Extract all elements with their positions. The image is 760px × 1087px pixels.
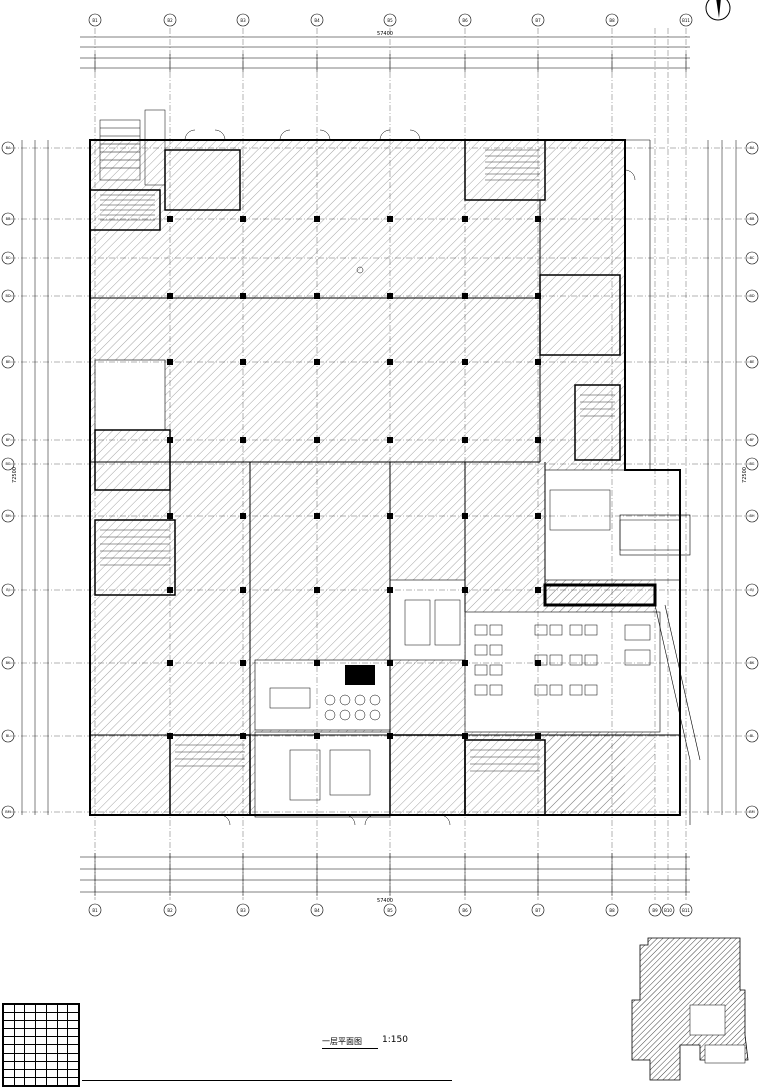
office-desks <box>269 489 681 801</box>
grid-labels-left: BA BB BC BD BE BF BG BH BJ BK BL BM <box>5 146 11 814</box>
grid-label: BH <box>5 514 10 518</box>
grid-label: B3 <box>240 908 246 913</box>
drawing-caption: 一层平面图 1:150 <box>322 1035 442 1056</box>
grid-label: B8 <box>609 908 615 913</box>
grid-label: B8 <box>609 18 615 23</box>
unhatched-rooms <box>94 359 691 818</box>
grid-label: B6 <box>462 18 468 23</box>
stair-treads <box>100 149 615 772</box>
grid-label: B7 <box>535 18 541 23</box>
grid-label: B11 <box>682 18 690 23</box>
round-tables <box>324 266 381 721</box>
grid-label: B5 <box>387 18 393 23</box>
grid-label: B10 <box>664 908 672 913</box>
grid-label: BC <box>6 256 11 260</box>
grid-bubbles-sides <box>1 141 759 819</box>
grid-label: BL <box>750 734 754 738</box>
grid-label: B3 <box>240 18 246 23</box>
grid-label: BA <box>750 146 755 150</box>
door-swings <box>184 129 636 826</box>
grid-label: BL <box>6 734 10 738</box>
grid-label: B2 <box>167 908 173 913</box>
structural-columns <box>167 216 541 739</box>
total-width-top: 57400 <box>377 31 393 37</box>
top-dimension-lines <box>80 36 690 69</box>
grid-label: BB <box>6 217 11 221</box>
key-plan <box>631 937 749 1081</box>
grid-label: B11 <box>682 908 690 913</box>
grid-label: BD <box>749 294 754 298</box>
grid-label: BD <box>5 294 10 298</box>
dimension-ticks <box>94 54 687 896</box>
grid-label: BG <box>749 462 754 466</box>
grid-label: BH <box>749 514 754 518</box>
grid-label: BA <box>6 146 11 150</box>
grid-bubbles-top <box>88 13 693 27</box>
grid-label: B1 <box>92 908 98 913</box>
grid-label: B9 <box>652 908 658 913</box>
grid-labels-bottom: B1 B2 B3 B4 B5 B6 B7 B8 B9 B10 B11 <box>92 908 690 913</box>
grid-label: B7 <box>535 908 541 913</box>
grid-label: BC <box>750 256 755 260</box>
exterior-stair <box>99 109 166 186</box>
grid-label: BB <box>750 217 755 221</box>
title-underline <box>322 1048 378 1049</box>
bottom-dimension-lines <box>80 856 690 893</box>
grid-label: BE <box>750 360 755 364</box>
total-height-right: 72500 <box>742 467 748 483</box>
grid-label: BM <box>5 810 10 814</box>
grid-label: BE <box>6 360 11 364</box>
revision-table <box>2 1003 80 1087</box>
grid-label: B1 <box>92 18 98 23</box>
grid-bubbles-bottom <box>88 903 693 917</box>
north-arrow-icon <box>705 0 731 21</box>
right-dimension-lines <box>707 140 737 815</box>
grid-label: BG <box>5 462 10 466</box>
grid-label: BF <box>750 438 754 442</box>
grid-label: B4 <box>314 908 320 913</box>
grid-lines-horizontal <box>10 147 750 813</box>
grid-label: B2 <box>167 18 173 23</box>
drawing-scale: 1:150 <box>382 1035 408 1045</box>
grid-label: BK <box>6 661 11 665</box>
drawing-title: 一层平面图 <box>322 1037 362 1046</box>
grid-labels-right: BA BB BC BD BE BF BG BH BJ BK BL BM <box>749 146 755 814</box>
grid-label: BJ <box>6 588 9 592</box>
exterior-canopy <box>625 139 701 825</box>
total-height-left: 72500 <box>12 467 18 483</box>
grid-label: BM <box>749 810 754 814</box>
grid-label: B5 <box>387 908 393 913</box>
grid-label: BK <box>750 661 755 665</box>
grid-labels-top: B1 B2 B3 B4 B5 B6 B7 B8 B11 <box>92 18 690 23</box>
sheet-border <box>82 1080 452 1081</box>
left-dimension-lines <box>21 140 49 815</box>
grid-label: B6 <box>462 908 468 913</box>
grid-label: BF <box>6 438 10 442</box>
grid-lines-vertical <box>94 28 687 900</box>
total-width-bottom: 57400 <box>377 898 393 904</box>
grid-label: B4 <box>314 18 320 23</box>
grid-label: BJ <box>750 588 753 592</box>
